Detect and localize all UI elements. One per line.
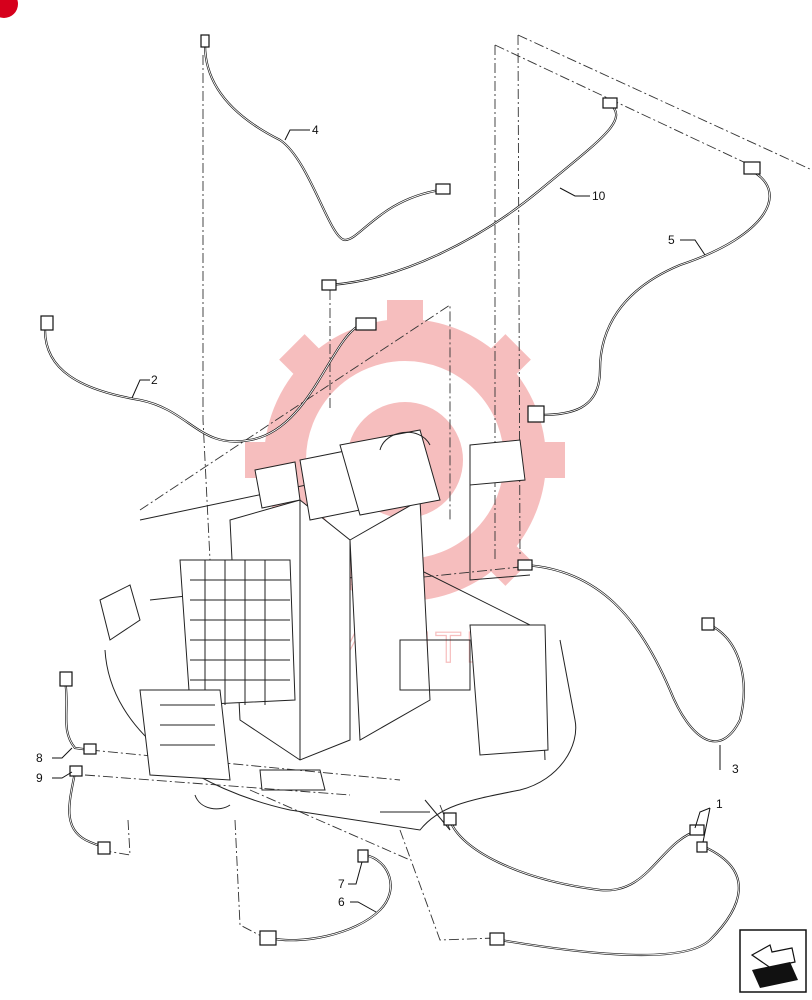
- hose-4: [200, 34, 451, 242]
- hose-3: [517, 559, 745, 743]
- callout-9: 9: [36, 771, 43, 785]
- callout-6: 6: [338, 895, 345, 909]
- callout-8: 8: [36, 751, 43, 765]
- corner-badge-icon: [0, 0, 18, 18]
- arrow-navigation-icon[interactable]: [739, 929, 807, 993]
- hose-9: [68, 765, 111, 855]
- hose-10: [321, 97, 618, 291]
- callout-10: 10: [592, 189, 606, 203]
- callout-7: 7: [338, 877, 345, 891]
- callout-2: 2: [151, 373, 158, 387]
- hose-1: [443, 812, 740, 957]
- hose-5: [527, 161, 771, 423]
- callout-4: 4: [312, 123, 319, 137]
- machine-frame: [99, 429, 577, 831]
- leader-lines: [52, 129, 721, 913]
- callout-5: 5: [668, 233, 675, 247]
- hose-2: [40, 315, 377, 443]
- callout-labels: 4 10 2 5 3 1 8 9 7 6: [36, 123, 739, 909]
- hose-6: [259, 849, 392, 946]
- callout-1: 1: [716, 797, 723, 811]
- callout-3: 3: [732, 762, 739, 776]
- hose-8: [59, 671, 97, 755]
